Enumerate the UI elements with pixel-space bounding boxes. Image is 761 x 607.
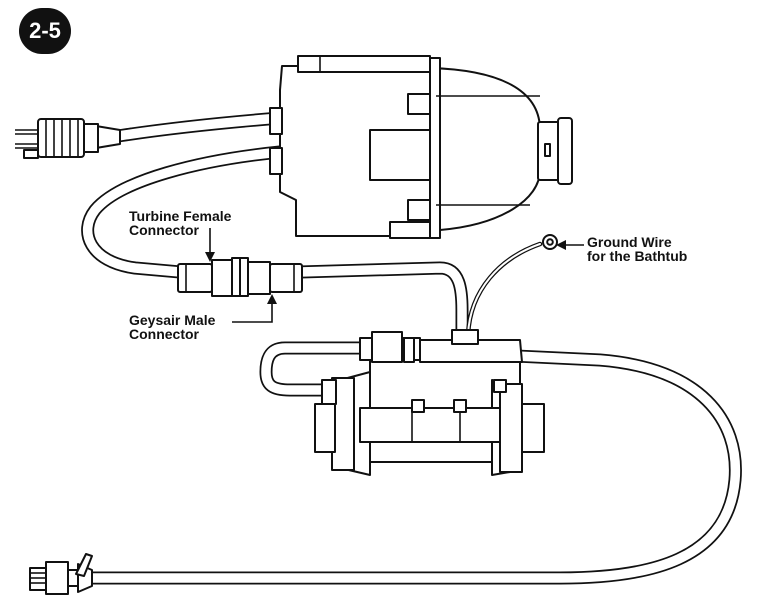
turbine-female-connector-label: Turbine Female Connector [129, 209, 231, 237]
leader-lines [205, 228, 584, 323]
turbine-female-connector-label-line2: Connector [129, 222, 199, 238]
ground-wire-label-line1: Ground Wire [587, 234, 672, 250]
turbine-female-connector-label-line1: Turbine Female [129, 208, 232, 224]
air-hose [83, 345, 742, 585]
check-valve-fitting [29, 553, 93, 595]
heater-assembly [314, 329, 545, 476]
inline-connectors [177, 257, 303, 297]
heater-cord [293, 261, 469, 342]
figure-number-badge: 2-5 [19, 8, 71, 54]
ground-wire-label: Ground Wire for the Bathtub [587, 235, 687, 263]
turbine-cord [81, 145, 287, 279]
heater-loop-hose [259, 341, 367, 397]
geysair-male-connector-label-line2: Connector [129, 326, 199, 342]
geysair-male-connector-label: Geysair Male Connector [129, 313, 215, 341]
geysair-male-connector-label-line1: Geysair Male [129, 312, 216, 328]
ground-wire-label-line2: for the Bathtub [587, 248, 688, 264]
power-plug [15, 118, 121, 159]
power-cord [111, 111, 287, 143]
ground-wire [465, 234, 558, 338]
blower-motor [269, 55, 573, 239]
